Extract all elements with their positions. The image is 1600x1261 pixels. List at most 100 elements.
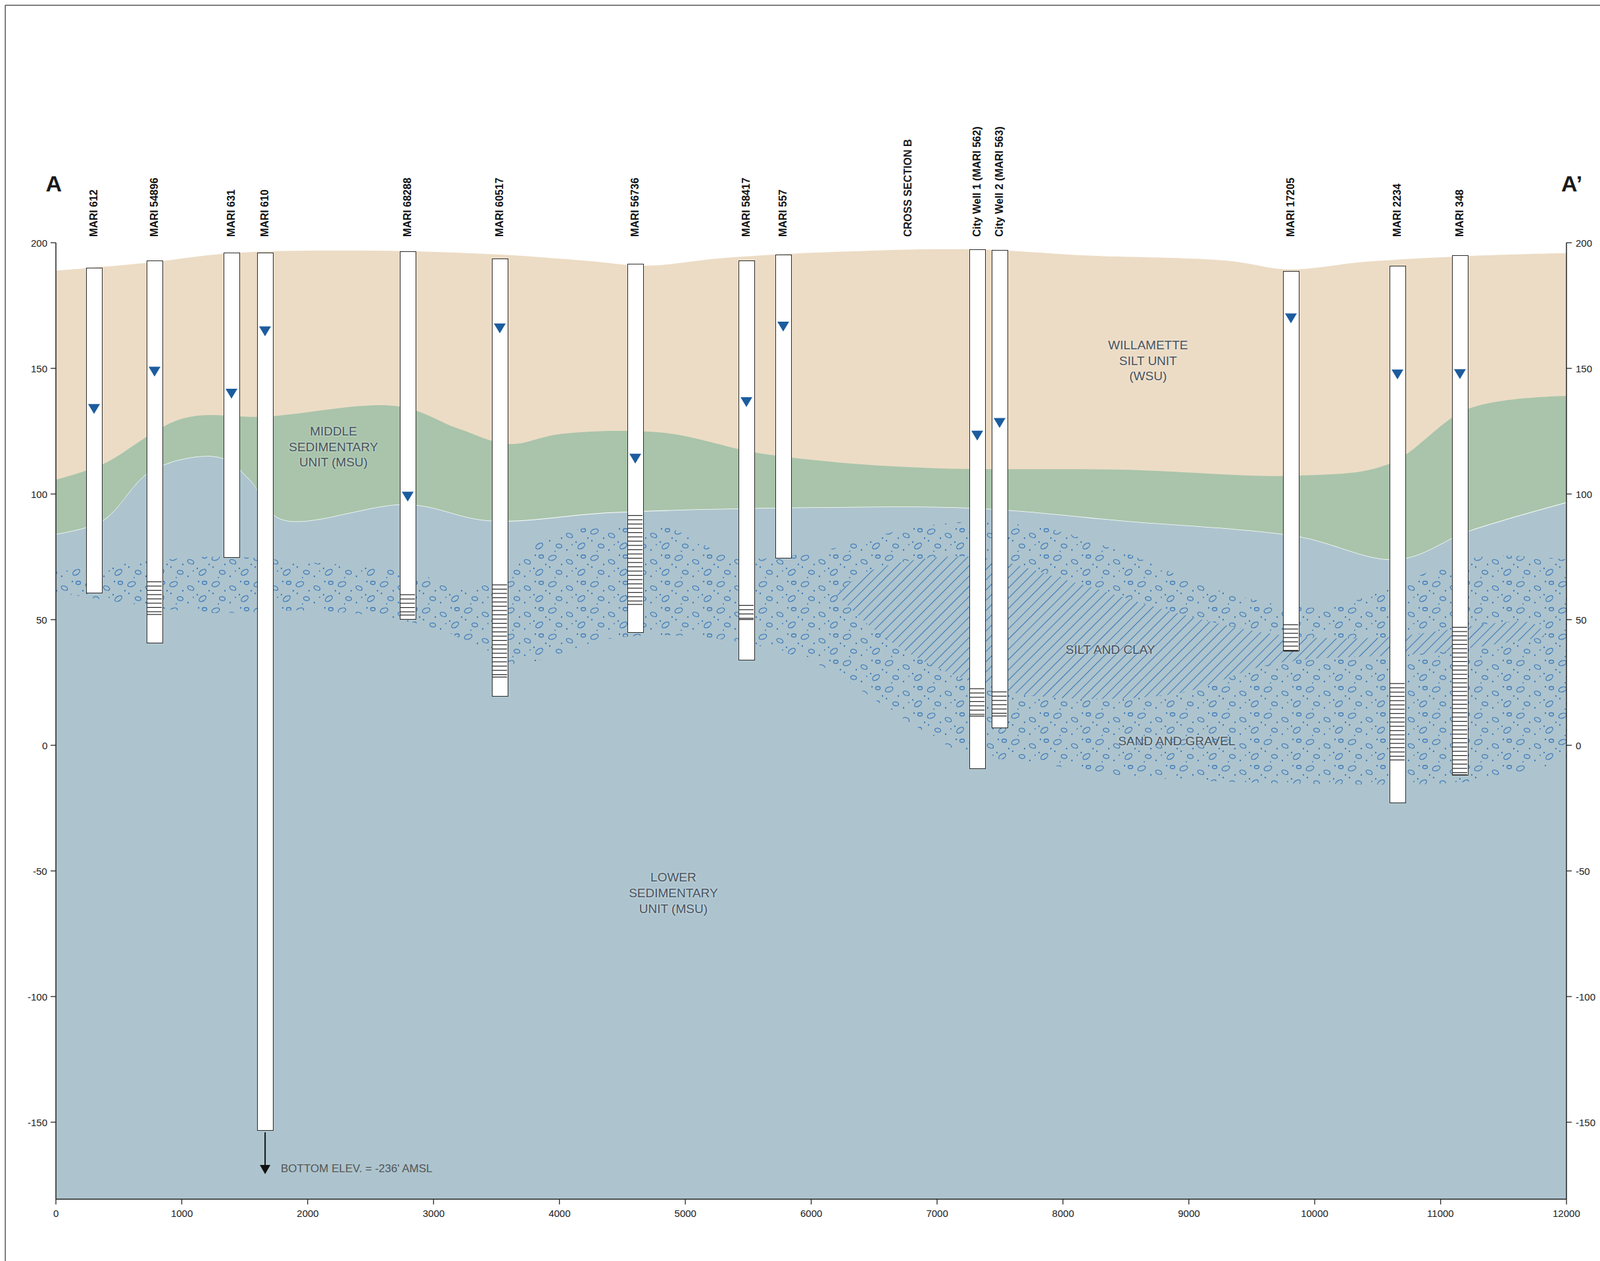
well-name: MARI 68288 — [401, 177, 414, 237]
tick-mark — [1440, 1198, 1441, 1205]
water-level — [993, 418, 1006, 429]
screen-slot — [1452, 768, 1468, 769]
tick-mark — [50, 242, 56, 243]
screen-slot — [1452, 639, 1468, 641]
well-casing — [400, 251, 415, 619]
silt-unit-band — [55, 248, 1567, 480]
screen-slot — [492, 676, 508, 678]
screen-slot — [739, 605, 754, 606]
well-name: MARI 60517 — [493, 177, 506, 237]
tick-mark — [1566, 744, 1572, 746]
screen-slot — [1390, 755, 1405, 757]
screen-slot — [1452, 669, 1468, 671]
tick-mark — [307, 1198, 308, 1205]
screen-slot — [628, 587, 643, 588]
tick-mark — [1566, 367, 1572, 369]
well-casing — [1390, 266, 1405, 802]
section-end: A’ — [1561, 170, 1583, 197]
elevation-tick: -50 — [1575, 865, 1591, 877]
unit-outline — [46, 513, 1576, 794]
tick-mark — [558, 1198, 560, 1205]
screen-slot — [1452, 643, 1468, 645]
well-column: MARI 557 — [775, 254, 792, 559]
tick-mark — [1566, 1121, 1572, 1122]
well-screen — [400, 594, 415, 615]
water-level — [1284, 313, 1297, 323]
tick-mark — [50, 995, 56, 997]
well-column: MARI 56736 — [627, 263, 644, 634]
screen-slot — [739, 618, 754, 620]
well-name: MARI 2234 — [1391, 183, 1404, 237]
screen-slot — [492, 644, 508, 646]
screen-slot — [492, 610, 508, 611]
unit-label: LOWER SEDIMENTARY UNIT (MSU) — [620, 869, 727, 917]
screen-slot — [1452, 729, 1468, 730]
tick-mark — [50, 870, 56, 871]
distance-tick: 1000 — [170, 1207, 193, 1219]
tick-mark — [433, 1198, 435, 1205]
unit-label: SILT AND CLAY — [1065, 641, 1155, 658]
well-casing — [147, 261, 162, 642]
screen-slot — [969, 692, 985, 694]
screen-slot — [492, 584, 508, 586]
water-level — [1454, 369, 1466, 380]
screen-slot — [1452, 712, 1468, 713]
depth-note: BOTTOM ELEV. = -236' AMSL — [280, 1162, 433, 1176]
well-casing — [257, 253, 273, 1130]
screen-slot — [628, 527, 643, 529]
screen-slot — [1390, 743, 1405, 744]
screen-slot — [969, 697, 985, 698]
tick-mark — [1566, 870, 1572, 871]
screen-slot — [969, 701, 985, 702]
well-casing — [969, 249, 985, 767]
screen-slot — [1390, 695, 1405, 697]
well-column: MARI 2234 — [1389, 265, 1407, 803]
screen-slot — [1390, 687, 1405, 688]
well-column: City Well 1 (MARI 562) — [969, 249, 986, 769]
well-screen — [1390, 683, 1405, 760]
well-name: MARI 612 — [88, 188, 100, 237]
well-screen — [1283, 624, 1299, 652]
screen-slot — [492, 593, 508, 594]
screen-slot — [400, 603, 415, 604]
tick-mark — [1062, 1198, 1064, 1205]
distance-tick: 3000 — [422, 1207, 445, 1219]
screen-slot — [1452, 665, 1468, 667]
screen-slot — [147, 610, 162, 612]
tick-mark — [1314, 1198, 1316, 1205]
water-level — [777, 321, 790, 332]
screen-slot — [1452, 746, 1468, 748]
well-name: MARI 56736 — [629, 177, 642, 237]
distance-tick: 7000 — [925, 1207, 948, 1219]
elevation-tick: -150 — [27, 1116, 48, 1128]
unit-band: SILT AND CLAY — [827, 547, 1554, 704]
water-level — [971, 430, 984, 441]
screen-slot — [1283, 645, 1299, 646]
screen-slot — [400, 598, 415, 600]
unit-label: SAND AND GRAVEL — [1117, 733, 1236, 750]
distance-tick: 11000 — [1427, 1207, 1455, 1219]
screen-slot — [492, 631, 508, 632]
well-column: MARI 348 — [1452, 255, 1469, 775]
tick-mark — [1566, 995, 1572, 997]
well-screen — [147, 581, 162, 615]
screen-slot — [628, 574, 643, 576]
distance-tick: 5000 — [674, 1207, 697, 1219]
screen-slot — [492, 588, 508, 590]
elevation-tick: 100 — [1575, 488, 1593, 500]
screen-slot — [628, 583, 643, 584]
unit-band: LOWER SEDIMENTARY UNIT (MSU) SAND AND GRA… — [46, 448, 1576, 1209]
screen-slot — [628, 532, 643, 533]
screen-slot — [628, 523, 643, 525]
screen-slot — [1452, 656, 1468, 658]
screen-slot — [147, 593, 162, 595]
screen-slot — [492, 622, 508, 624]
screen-slot — [492, 597, 508, 598]
gravel-lens — [55, 520, 1567, 785]
screen-slot — [1452, 763, 1468, 765]
screen-slot — [1390, 759, 1405, 761]
well-column: MARI 612 — [86, 267, 103, 594]
screen-slot — [1452, 759, 1468, 761]
